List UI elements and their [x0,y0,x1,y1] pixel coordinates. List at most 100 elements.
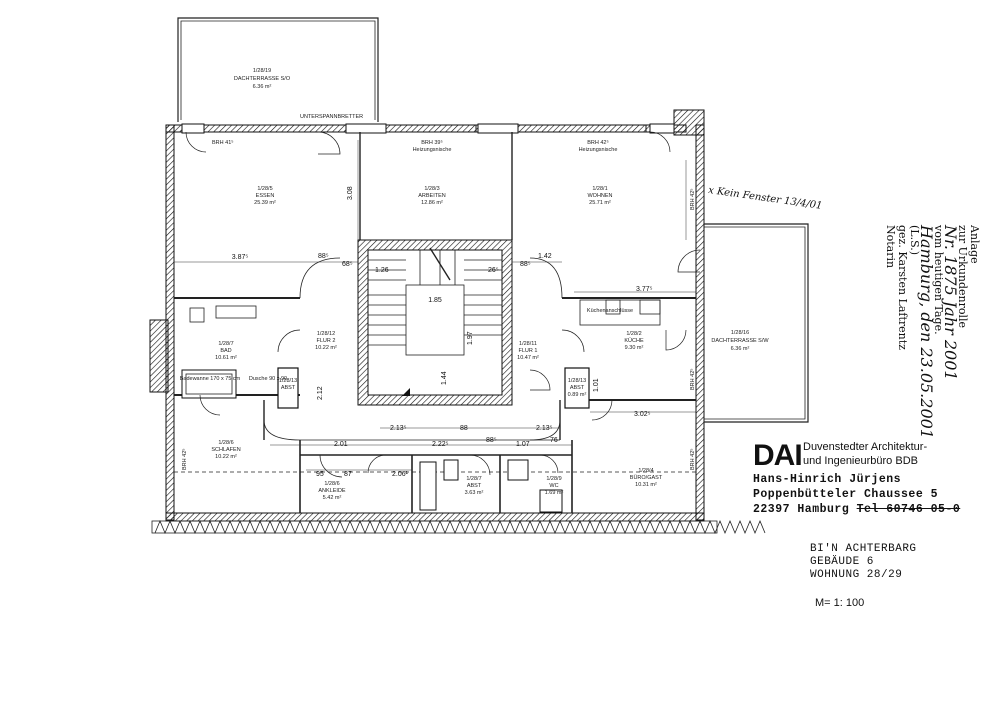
room-area-terrace-top: 6.36 m² [253,84,272,90]
room-ref-wc: 1/28/9 [546,476,561,482]
dim-value: 3.87⁵ [232,254,249,261]
room-ref-essen: 1/28/5 [257,186,272,192]
room-area-abst-c: 3.63 m² [465,490,484,496]
room-area-wohnen: 25.71 m² [589,200,611,206]
brh-buero: BRH 42⁵ [689,448,696,470]
room-area-schlafen: 10.22 m² [215,454,237,460]
room-name-abst-c: ABST [467,483,482,489]
dim-value: 2.12 [317,386,324,400]
dim-value: 1.85 [428,297,442,304]
firm-name-line1: Duvenstedter Architektur- [803,441,928,453]
room-name-flur1: FLUR 1 [519,348,538,354]
room-name-wohnen: WOHNEN [587,193,612,199]
room-area-bad: 10.61 m² [215,355,237,361]
room-ref-bad: 1/28/7 [218,341,233,347]
dim-value: 2.06¹ [392,471,409,478]
roof-edge [151,519,766,535]
dim-value: 1.07 [516,441,530,448]
room-name-buero: BÜRO/GAST [630,474,663,481]
project-info: BI'N ACHTERBARG GEBÄUDE 6 WOHNUNG 28/29 [810,543,917,582]
room-area-terrace-right: 6.36 m² [731,346,750,352]
terrace-right [704,223,809,423]
room-name-terrace-top: DACHTERRASSE S/O [234,76,291,82]
room-name-essen: ESSEN [256,193,275,199]
room-name-bad: BAD [220,348,231,354]
brh-schlafen: BRH 42⁵ [181,448,188,470]
dim-value: 88⁵ [486,437,497,444]
room-name-abst-l: ABST [281,385,296,391]
closets [277,299,661,513]
dim-value: 2.13⁵ [536,425,553,432]
room-area-wc: 1.69 m² [545,490,564,496]
dai-logo: DAI [753,439,803,472]
brh-essen: BRH 41⁵ [212,139,234,146]
room-name-schlafen: SCHLAFEN [211,447,240,453]
dim-value: 68⁵ [342,261,353,268]
dim-value: 2.13⁵ [390,425,407,432]
firm-street: Poppenbütteler Chaussee 5 [753,488,939,501]
dim-value: 87 [344,471,352,478]
room-area-kueche: 9.30 m² [625,345,644,351]
firm-city: 22397 Hamburg [753,503,850,516]
dimension-values: 3.87⁵ 88⁵ 68⁵ 1.26 1.85 1.42 88⁵ 26⁵ 2.0… [232,186,653,478]
room-area-abst-l: 0.89 m² [568,392,587,398]
dim-value: 1.26 [375,267,389,274]
stamp-line: Notarin [884,225,897,269]
room-name-kueche: KÜCHE [624,337,644,344]
dim-value: 1.44 [441,371,448,385]
stamp-line: Nr. 1875 Jahr 2001 [941,225,960,381]
brh-wohnen: BRH 42⁵ [587,139,609,146]
room-ref-flur1: 1/28/11 [519,341,537,347]
room-name-ankleide: ANKLEIDE [318,488,346,494]
dim-value: 3.77⁵ [636,286,653,293]
firm-person: Hans-Hinrich Jürjens [753,473,902,486]
room-ref-arbeiten: 1/28/3 [424,186,439,192]
shower-label: Dusche 90 x 90 [249,376,287,382]
room-ref-wohnen: 1/28/1 [592,186,607,192]
dim-value: 88 [460,425,468,432]
window-note: UNTERSPANNBRETTER [300,114,363,120]
bathtub-label: Badewanne 170 x 75 cm [180,376,241,382]
room-area-flur1: 10.47 m² [517,355,539,361]
dim-value: 1.97 [467,331,474,345]
dim-value: 88⁵ [318,253,329,260]
room-area-arbeiten: 12.86 m² [421,200,443,206]
dim-value: 3.08 [347,186,354,200]
dimension-lines [174,140,696,471]
dim-value: 2.22⁵ [432,441,449,448]
stamp-line: Anlage [968,225,981,264]
room-ref-kueche: 1/28/2 [626,331,641,337]
dim-value: 3.02⁵ [634,411,651,418]
dim-value: 1.01 [593,378,600,392]
room-ref-flur2: 1/28/12 [317,331,335,337]
room-name-abst-r: ABST [570,385,585,391]
brh-arbeiten: BRH 39⁵ [421,139,443,146]
stamp-line: gez. Karsten Laftrentz [896,225,909,350]
room-ref-schlafen: 1/28/6 [218,440,233,446]
project-unit: WOHNUNG 28/29 [810,569,903,581]
dim-value: 95 [316,471,324,478]
room-name-wc: WC [549,483,558,489]
firm-city-tel: 22397 Hamburg Tel 60746 05-0 [753,503,960,516]
room-ref-terrace-right: 1/28/16 [731,330,749,336]
bath-bumpout [149,305,257,399]
hallway-curves [263,257,563,441]
note-kueche: Küchenanschlüsse [587,308,633,314]
firm-tel: Tel 60746 05-0 [856,503,961,516]
dim-value: 88⁵ [520,261,531,268]
dim-value: 1.42 [538,253,552,260]
room-ref-terrace-top: 1/28/19 [253,68,271,74]
room-name-arbeiten: ARBEITEN [418,193,446,199]
room-area-ankleide: 5.42 m² [323,495,342,501]
room-ref-ankleide: 1/28/6 [324,481,339,487]
room-area-flur2: 10.22 m² [315,345,337,351]
note-arbeiten: Heizungsnische [413,147,452,153]
room-name-flur2: FLUR 2 [317,338,336,344]
project-name: BI'N ACHTERBARG [810,543,917,555]
dim-value: 76 [550,437,558,444]
stair-core [357,239,513,406]
room-area-essen: 25.39 m² [254,200,276,206]
dim-value: 26⁵ [488,267,499,274]
notary-stamp: Anlage zur Urkundenrolle Nr. 1875 Jahr 2… [860,225,981,439]
